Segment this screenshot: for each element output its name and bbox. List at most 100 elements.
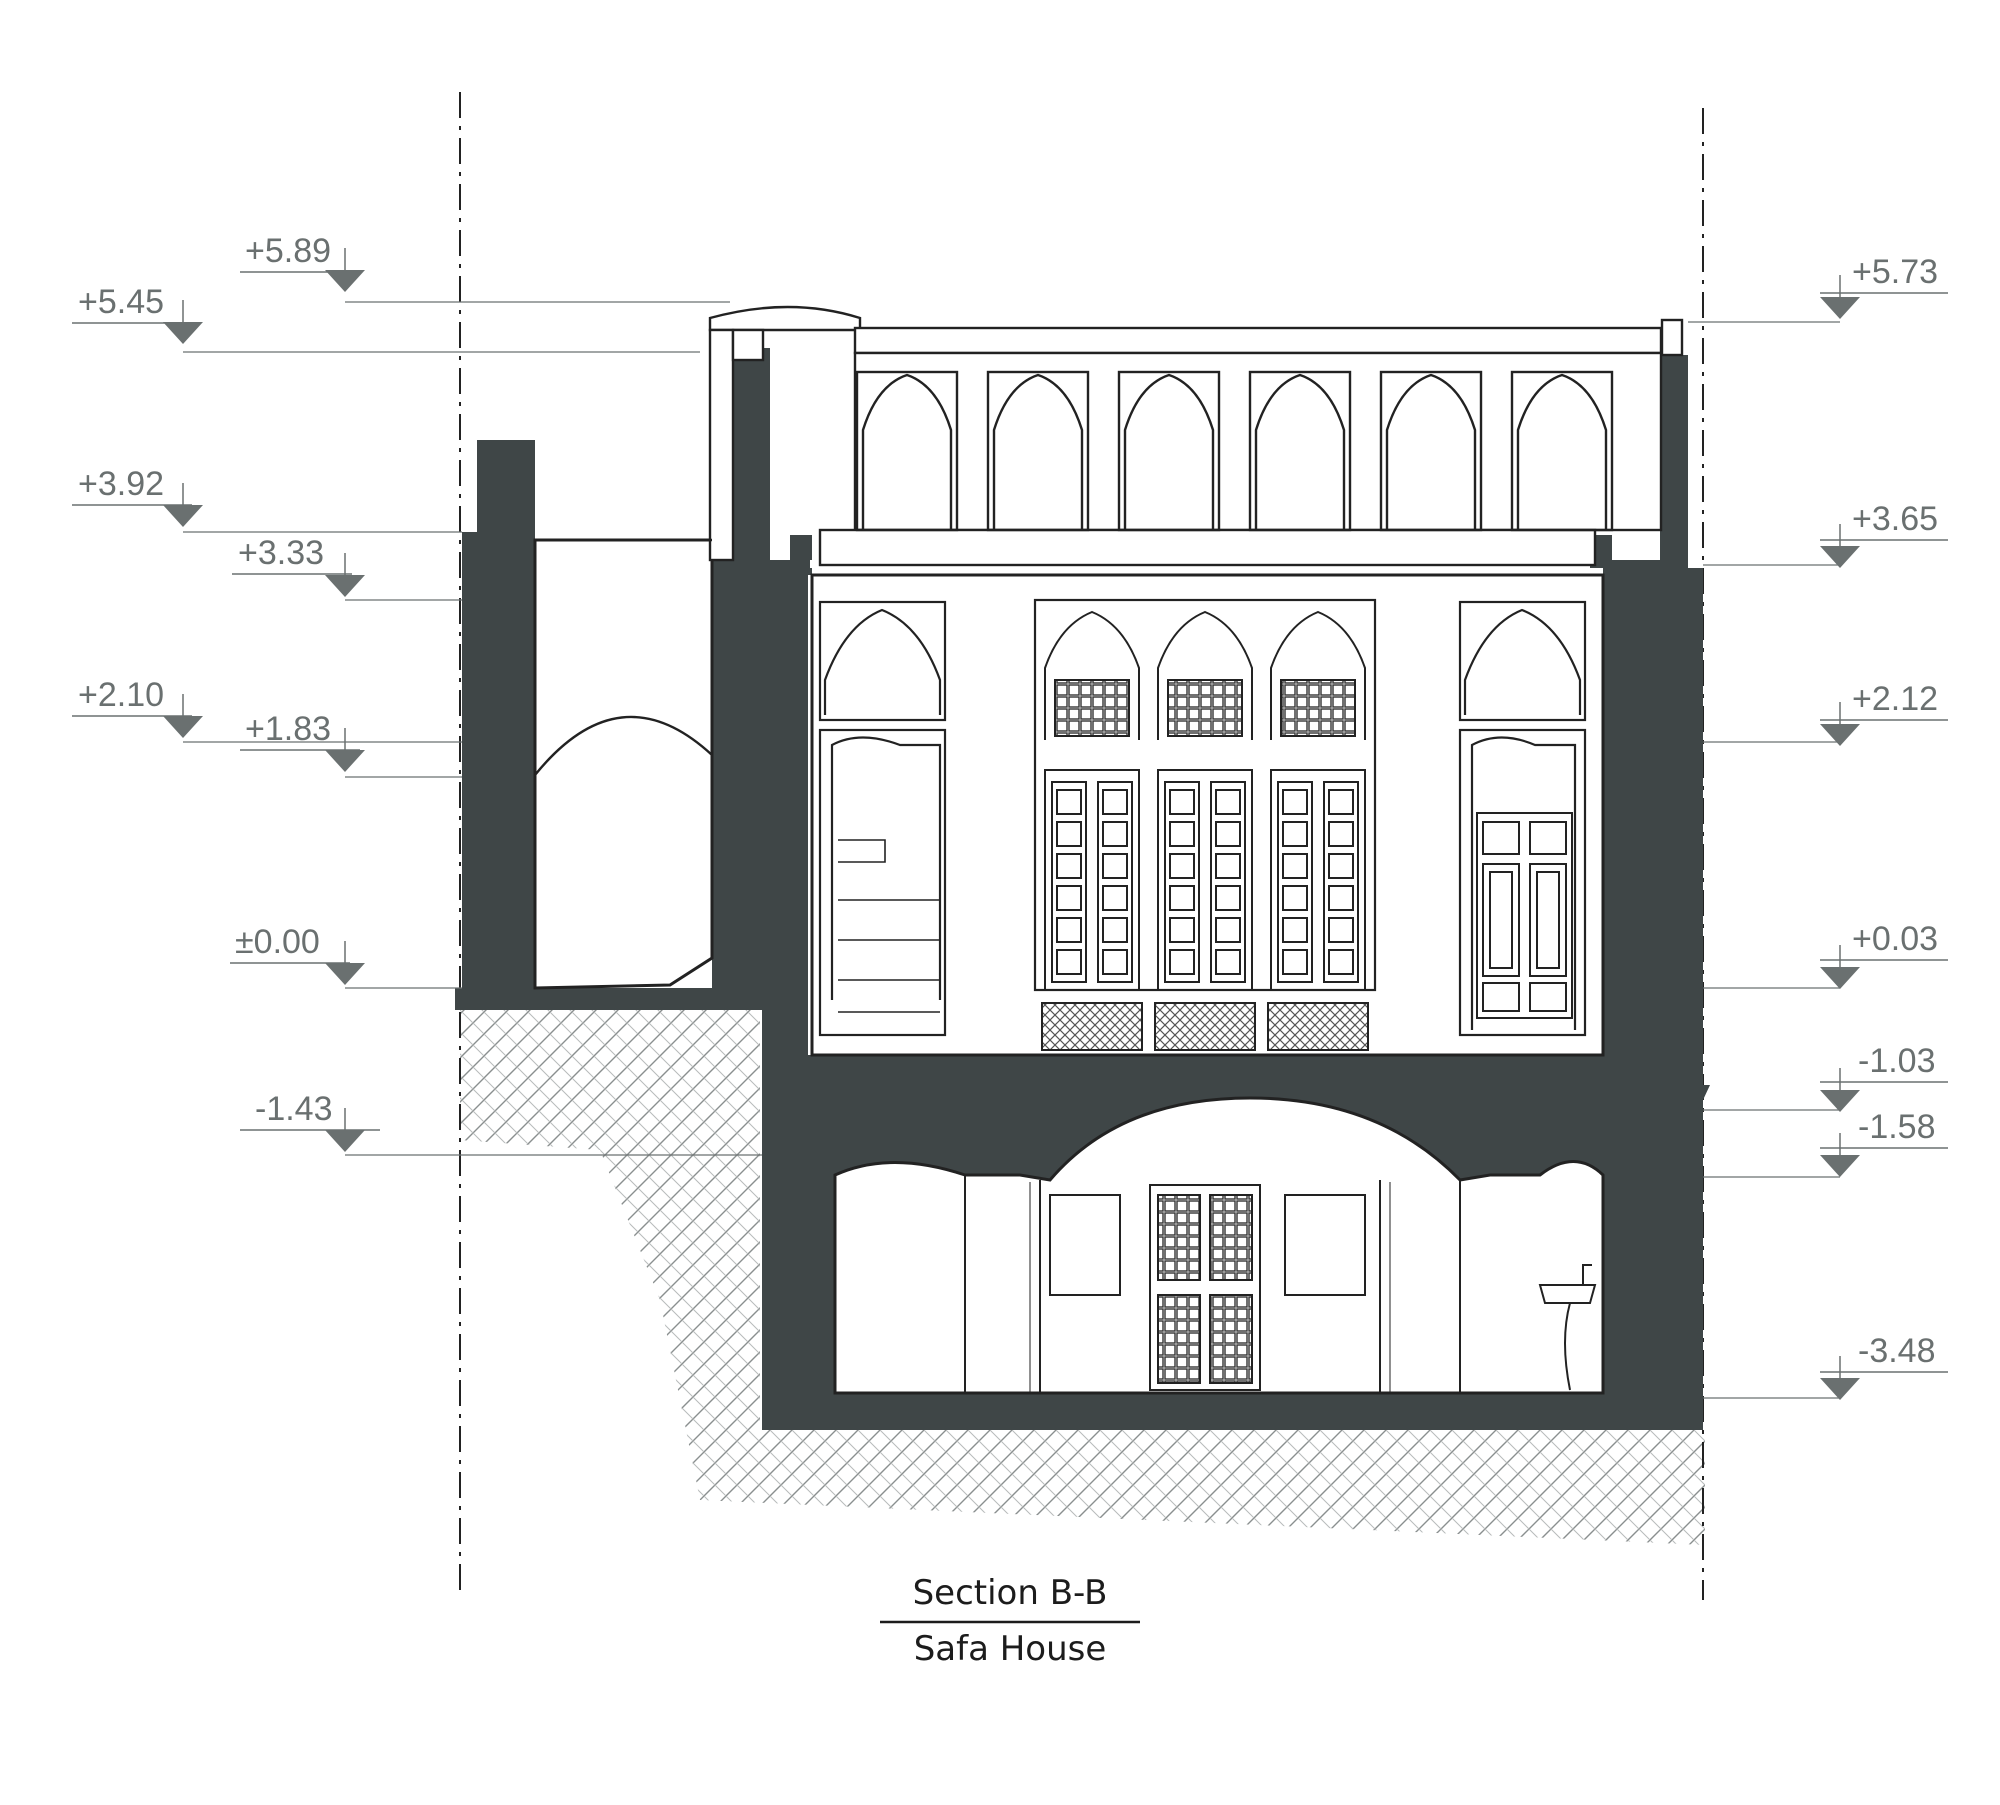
arcade-bay — [986, 370, 1090, 532]
level-marker-right: -3.48 — [1703, 1332, 1948, 1400]
level-triangle-icon — [163, 322, 203, 344]
level-triangle-icon — [1820, 297, 1860, 319]
pointed-arch — [992, 373, 1084, 530]
window-door — [1157, 769, 1253, 991]
level-label: +5.73 — [1852, 253, 1938, 291]
level-triangle-icon — [1820, 1155, 1860, 1177]
window-door — [1270, 769, 1366, 991]
level-triangle-icon — [325, 750, 365, 772]
basement-details — [964, 1175, 1597, 1393]
main-facade — [818, 598, 1587, 1037]
level-triangle-icon — [325, 270, 365, 292]
level-marker-left: +1.83 — [240, 710, 462, 778]
interior-voids — [533, 538, 1605, 1395]
door-pane — [1169, 949, 1195, 975]
door-pane — [1056, 821, 1082, 847]
door-pane — [1056, 853, 1082, 879]
door-pane — [1215, 853, 1241, 879]
level-triangle-icon — [325, 1130, 365, 1152]
door-leaf — [1210, 781, 1246, 983]
level-marker-left: +3.92 — [72, 465, 462, 533]
door-pane — [1215, 789, 1241, 815]
level-label: +1.83 — [245, 710, 331, 748]
level-label: +3.92 — [78, 465, 164, 503]
arcade-bay — [1117, 370, 1221, 532]
level-label: -1.58 — [1858, 1108, 1936, 1146]
pointed-arch — [1385, 373, 1477, 530]
level-label: +2.10 — [78, 676, 164, 714]
level-triangle-icon — [1820, 1090, 1860, 1112]
pointed-arch — [1254, 373, 1346, 530]
project-title: Safa House — [914, 1629, 1107, 1669]
level-marker-right: +3.65 — [1703, 500, 1948, 568]
door-pane — [1328, 885, 1354, 911]
door-pane — [1169, 917, 1195, 943]
door-pane — [1215, 885, 1241, 911]
door-pane — [1056, 949, 1082, 975]
door-pane — [1282, 821, 1308, 847]
window-lattice — [1054, 679, 1130, 737]
arcade-bay — [1379, 370, 1483, 532]
door-pane — [1215, 949, 1241, 975]
door-leaf — [1277, 781, 1313, 983]
door-leaf — [1164, 781, 1200, 983]
door-pane — [1169, 789, 1195, 815]
level-label: +2.12 — [1852, 680, 1938, 718]
level-marker-left: +2.10 — [72, 676, 462, 743]
level-marker-right: +5.73 — [1688, 253, 1948, 323]
arcade-bay — [1248, 370, 1352, 532]
section-title: Section B-B — [913, 1573, 1108, 1613]
vent-grille — [1041, 1002, 1143, 1051]
title-block: Section B-B Safa House — [880, 1573, 1140, 1669]
level-label: +5.45 — [78, 283, 164, 321]
level-triangle-icon — [163, 716, 203, 738]
door-pane — [1328, 853, 1354, 879]
door-pane — [1102, 789, 1128, 815]
level-triangle-icon — [325, 575, 365, 597]
ground-hatch — [460, 1008, 1705, 1545]
pointed-arch — [1516, 373, 1608, 530]
level-label: -1.43 — [255, 1090, 333, 1128]
window-lattice — [1280, 679, 1356, 737]
door-pane — [1215, 821, 1241, 847]
door-pane — [1328, 789, 1354, 815]
door-pane — [1328, 949, 1354, 975]
door-pane — [1102, 821, 1128, 847]
door-pane — [1056, 885, 1082, 911]
level-marker-right: -1.58 — [1703, 1108, 1948, 1178]
level-triangle-icon — [163, 505, 203, 527]
door-pane — [1102, 949, 1128, 975]
door-pane — [1056, 789, 1082, 815]
roof-structure — [708, 305, 1684, 567]
vent-grille — [1154, 1002, 1256, 1051]
door-pane — [1169, 853, 1195, 879]
pointed-arch — [861, 373, 953, 530]
door-pane — [1056, 917, 1082, 943]
door-leaf — [1051, 781, 1087, 983]
level-marker-left: +3.33 — [232, 534, 462, 601]
level-triangle-icon — [1820, 1378, 1860, 1400]
level-label: +5.89 — [245, 232, 331, 270]
door-pane — [1102, 917, 1128, 943]
level-label: +3.33 — [238, 534, 324, 572]
window-arch — [1270, 610, 1366, 740]
level-label: +0.03 — [1852, 920, 1938, 958]
door-pane — [1169, 821, 1195, 847]
window-lattice — [1167, 679, 1243, 737]
door-pane — [1328, 917, 1354, 943]
level-marker-right: +2.12 — [1703, 680, 1948, 746]
central-windows — [1041, 610, 1369, 1051]
level-marker-left: +5.45 — [72, 283, 700, 353]
door-pane — [1215, 917, 1241, 943]
right-door — [1476, 812, 1573, 1019]
door-leaf — [1097, 781, 1133, 983]
upper-arcade — [855, 370, 1614, 532]
level-label: ±0.00 — [235, 923, 320, 961]
vent-grille — [1267, 1002, 1369, 1051]
door-pane — [1282, 885, 1308, 911]
door-pane — [1169, 885, 1195, 911]
door-pane — [1102, 853, 1128, 879]
level-triangle-icon — [1820, 967, 1860, 989]
arcade-bay — [1510, 370, 1614, 532]
